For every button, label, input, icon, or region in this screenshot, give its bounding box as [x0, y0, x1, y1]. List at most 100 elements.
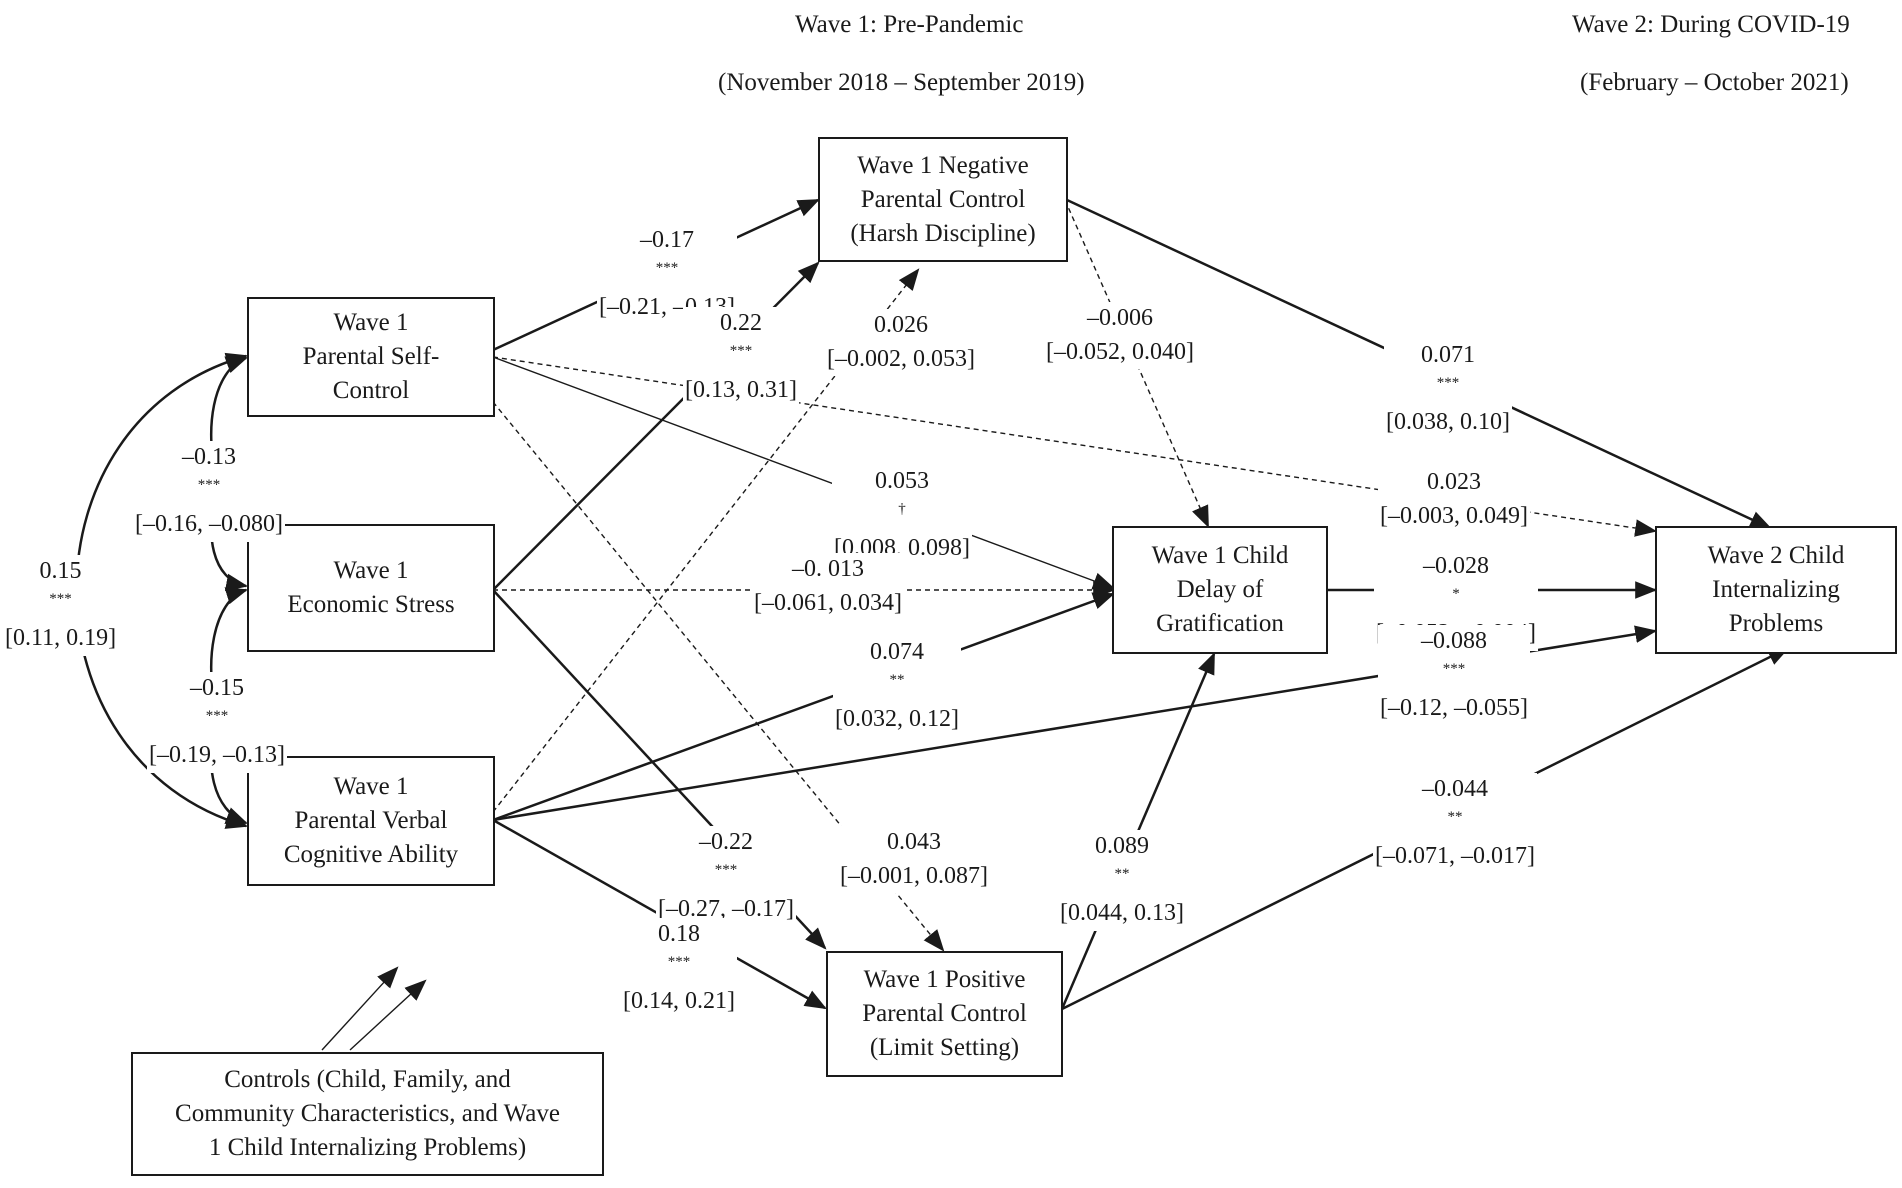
node-line: Gratification: [1156, 610, 1284, 637]
node-line: Parental Control: [860, 185, 1026, 213]
coef: 0.22: [719, 310, 762, 336]
node-line: (Limit Setting): [869, 1034, 1020, 1061]
node-line: (Harsh Discipline): [850, 219, 1036, 247]
node-line: Wave 1: [333, 557, 409, 584]
label-vc-neg: 0.026 [–0.002, 0.053]: [825, 309, 977, 377]
node-line: 1 Child Internalizing Problems): [208, 1134, 527, 1161]
wave1-title: Wave 1: Pre-Pandemic: [795, 11, 1024, 38]
label-sc-dog: 0.053† [0.008, 0.098]: [832, 465, 972, 566]
label-vc-dog: 0.074** [0.032, 0.12]: [833, 636, 961, 737]
ci: [–0.002, 0.053]: [827, 345, 975, 372]
node-positive-parental-control: Wave 1 Positive Parental Control (Limit …: [826, 951, 1063, 1077]
coef: –0.044: [1421, 776, 1488, 802]
coef: –0.15: [189, 675, 244, 701]
sig: ***: [1436, 374, 1460, 391]
coef: 0.18: [657, 921, 700, 947]
coef: 0.15: [39, 558, 82, 584]
sig: ***: [1442, 660, 1466, 677]
sig: ***: [714, 861, 738, 878]
node-controls: Controls (Child, Family, and Community C…: [131, 1052, 604, 1176]
coef: 0.026: [873, 312, 928, 338]
ci: [–0.061, 0.034]: [754, 589, 902, 616]
ci: [0.13, 0.31]: [685, 377, 797, 404]
wave2-title: Wave 2: During COVID-19: [1572, 11, 1850, 38]
ci: [–0.12, –0.055]: [1380, 695, 1528, 722]
coef: 0.089: [1094, 833, 1149, 859]
path-sc-pos: [492, 401, 945, 952]
ci: [–0.19, –0.13]: [149, 742, 285, 769]
coef: –0.17: [639, 227, 694, 253]
node-line: Controls (Child, Family, and: [224, 1066, 511, 1093]
wave2-dates: (February – October 2021): [1580, 69, 1849, 96]
coef: 0.071: [1420, 342, 1475, 368]
node-line: Parental Verbal: [294, 807, 448, 834]
node-line: Wave 1 Child: [1151, 542, 1289, 569]
label-es-dog: –0. 013 [–0.061, 0.034]: [752, 553, 904, 621]
node-line: Cognitive Ability: [283, 841, 459, 868]
node-line: Wave 1 Negative: [857, 151, 1029, 179]
label-sc-pos: 0.043 [–0.001, 0.087]: [838, 826, 990, 894]
coef: 0.074: [869, 639, 924, 665]
label-pos-dog: 0.089 ** [0.044, 0.13]: [1058, 830, 1186, 931]
path-sc-dog: [492, 356, 1116, 590]
coef: 0.053: [874, 468, 929, 494]
node-internalizing-problems: Wave 2 Child Internalizing Problems: [1655, 526, 1897, 654]
node-economic-stress: Wave 1 Economic Stress: [247, 524, 495, 652]
node-negative-parental-control: Wave 1 Negative Parental Control (Harsh …: [818, 137, 1068, 262]
label-neg-int: 0.071 *** [0.038, 0.10]: [1384, 339, 1512, 440]
node-line: Internalizing: [1712, 576, 1840, 603]
node-line: Wave 1: [333, 309, 409, 336]
coef: –0. 013: [791, 556, 864, 582]
node-line: Economic Stress: [287, 591, 455, 618]
node-line: Problems: [1728, 610, 1824, 637]
ci: [–0.16, –0.080]: [135, 511, 283, 538]
ci: [–0.003, 0.049]: [1380, 502, 1528, 529]
label-cov-sc-es: –0.13*** [–0.16, –0.080]: [133, 441, 285, 542]
ci: [0.044, 0.13]: [1060, 900, 1184, 927]
sig: †: [898, 500, 906, 517]
path-vc-dog: [492, 592, 1116, 822]
node-parental-self-control: Wave 1 Parental Self- Control: [247, 297, 495, 417]
ci: [0.038, 0.10]: [1386, 409, 1510, 436]
node-delay-of-gratification: Wave 1 Child Delay of Gratification: [1112, 526, 1328, 654]
node-line: Wave 1: [333, 773, 409, 800]
node-line: Parental Self-: [302, 343, 440, 370]
path-vc-neg: [492, 268, 920, 813]
label-vc-int: –0.088 *** [–0.12, –0.055]: [1378, 625, 1530, 726]
node-line: Community Characteristics, and Wave: [175, 1100, 560, 1127]
sig: **: [1447, 808, 1463, 825]
coef: –0.088: [1420, 628, 1487, 654]
coef: 0.023: [1426, 469, 1481, 495]
sig: **: [1114, 865, 1130, 882]
label-pos-int: –0.044 ** [–0.071, –0.017]: [1373, 773, 1537, 874]
ci: [0.14, 0.21]: [623, 988, 735, 1015]
node-line: Control: [332, 377, 410, 404]
sig: ***: [729, 342, 753, 359]
sig: ***: [655, 259, 679, 276]
label-cov-es-vc: –0.15 *** [–0.19, –0.13]: [147, 672, 287, 773]
coef: –0.22: [698, 829, 753, 855]
controls-arrow-1: [321, 966, 399, 1051]
wave1-dates: (November 2018 – September 2019): [718, 69, 1085, 96]
node-line: Delay of: [1176, 576, 1264, 603]
node-parental-verbal-ability: Wave 1 Parental Verbal Cognitive Ability: [247, 756, 495, 886]
ci: [0.11, 0.19]: [5, 625, 117, 652]
coef: 0.043: [886, 829, 941, 855]
ci: [0.032, 0.12]: [835, 706, 959, 733]
node-line: Wave 2 Child: [1707, 542, 1845, 569]
sig: *: [1452, 585, 1460, 602]
label-cov-sc-vc: 0.15*** [0.11, 0.19]: [3, 555, 119, 656]
ci: [–0.071, –0.017]: [1375, 843, 1535, 870]
node-line: Parental Control: [862, 1000, 1027, 1027]
sig: ***: [205, 707, 229, 724]
ci: [–0.27, –0.17]: [658, 896, 794, 923]
label-sc-int: 0.023 [–0.003, 0.049]: [1378, 466, 1530, 534]
ci: [–0.052, 0.040]: [1046, 338, 1194, 365]
label-es-pos: –0.22 *** [–0.27, –0.17]: [656, 826, 796, 927]
sig: ***: [667, 953, 691, 970]
label-vc-pos: 0.18 *** [0.14, 0.21]: [621, 918, 737, 1019]
coef: –0.028: [1422, 553, 1489, 579]
coef: –0.13: [181, 444, 236, 470]
node-line: Wave 1 Positive: [863, 966, 1026, 993]
controls-arrow-2: [349, 979, 427, 1051]
